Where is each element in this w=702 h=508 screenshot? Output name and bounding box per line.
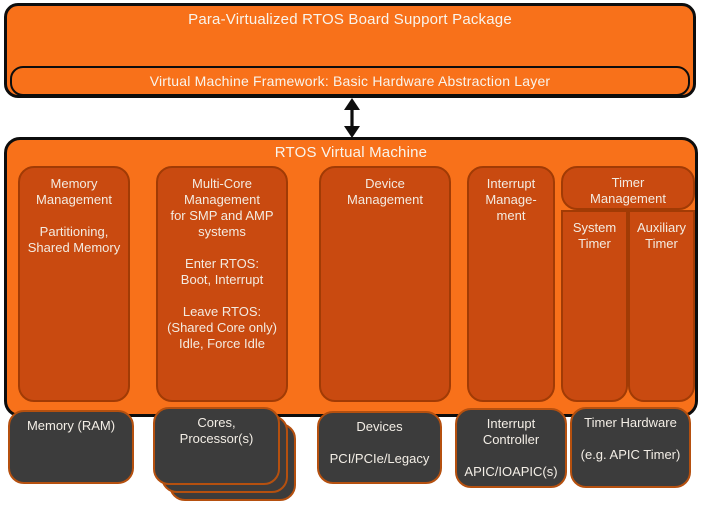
hw-timer-box: Timer Hardware (e.g. APIC Timer): [570, 407, 691, 488]
module-multicore-management: Multi-Core Management for SMP and AMP sy…: [156, 166, 288, 402]
bsp-package-title: Para-Virtualized RTOS Board Support Pack…: [188, 11, 512, 28]
rtos-vm-title: RTOS Virtual Machine: [274, 144, 428, 161]
hal-label: Virtual Machine Framework: Basic Hardwar…: [149, 73, 551, 89]
module-system-timer: System Timer: [561, 210, 628, 402]
hw-cores-box: Cores, Processor(s): [153, 407, 280, 485]
bsp-package-box: Para-Virtualized RTOS Board Support Pack…: [4, 3, 696, 98]
hw-devices-box: Devices PCI/PCIe/Legacy: [317, 411, 442, 484]
double-arrow-icon: [344, 98, 360, 138]
module-device-management: Device Management: [319, 166, 451, 402]
hw-memory-box: Memory (RAM): [8, 410, 134, 484]
module-timer-management-header: Timer Management: [561, 166, 695, 210]
hal-box: Virtual Machine Framework: Basic Hardwar…: [10, 66, 690, 96]
rtos-vm-box: RTOS Virtual Machine Memory Management P…: [4, 137, 698, 417]
hw-interrupt-controller-box: Interrupt Controller APIC/IOAPIC(s): [455, 408, 567, 488]
module-memory-management: Memory Management Partitioning, Shared M…: [18, 166, 130, 402]
module-auxiliary-timer: Auxiliary Timer: [628, 210, 695, 402]
module-interrupt-management: Interrupt Manage- ment: [467, 166, 555, 402]
